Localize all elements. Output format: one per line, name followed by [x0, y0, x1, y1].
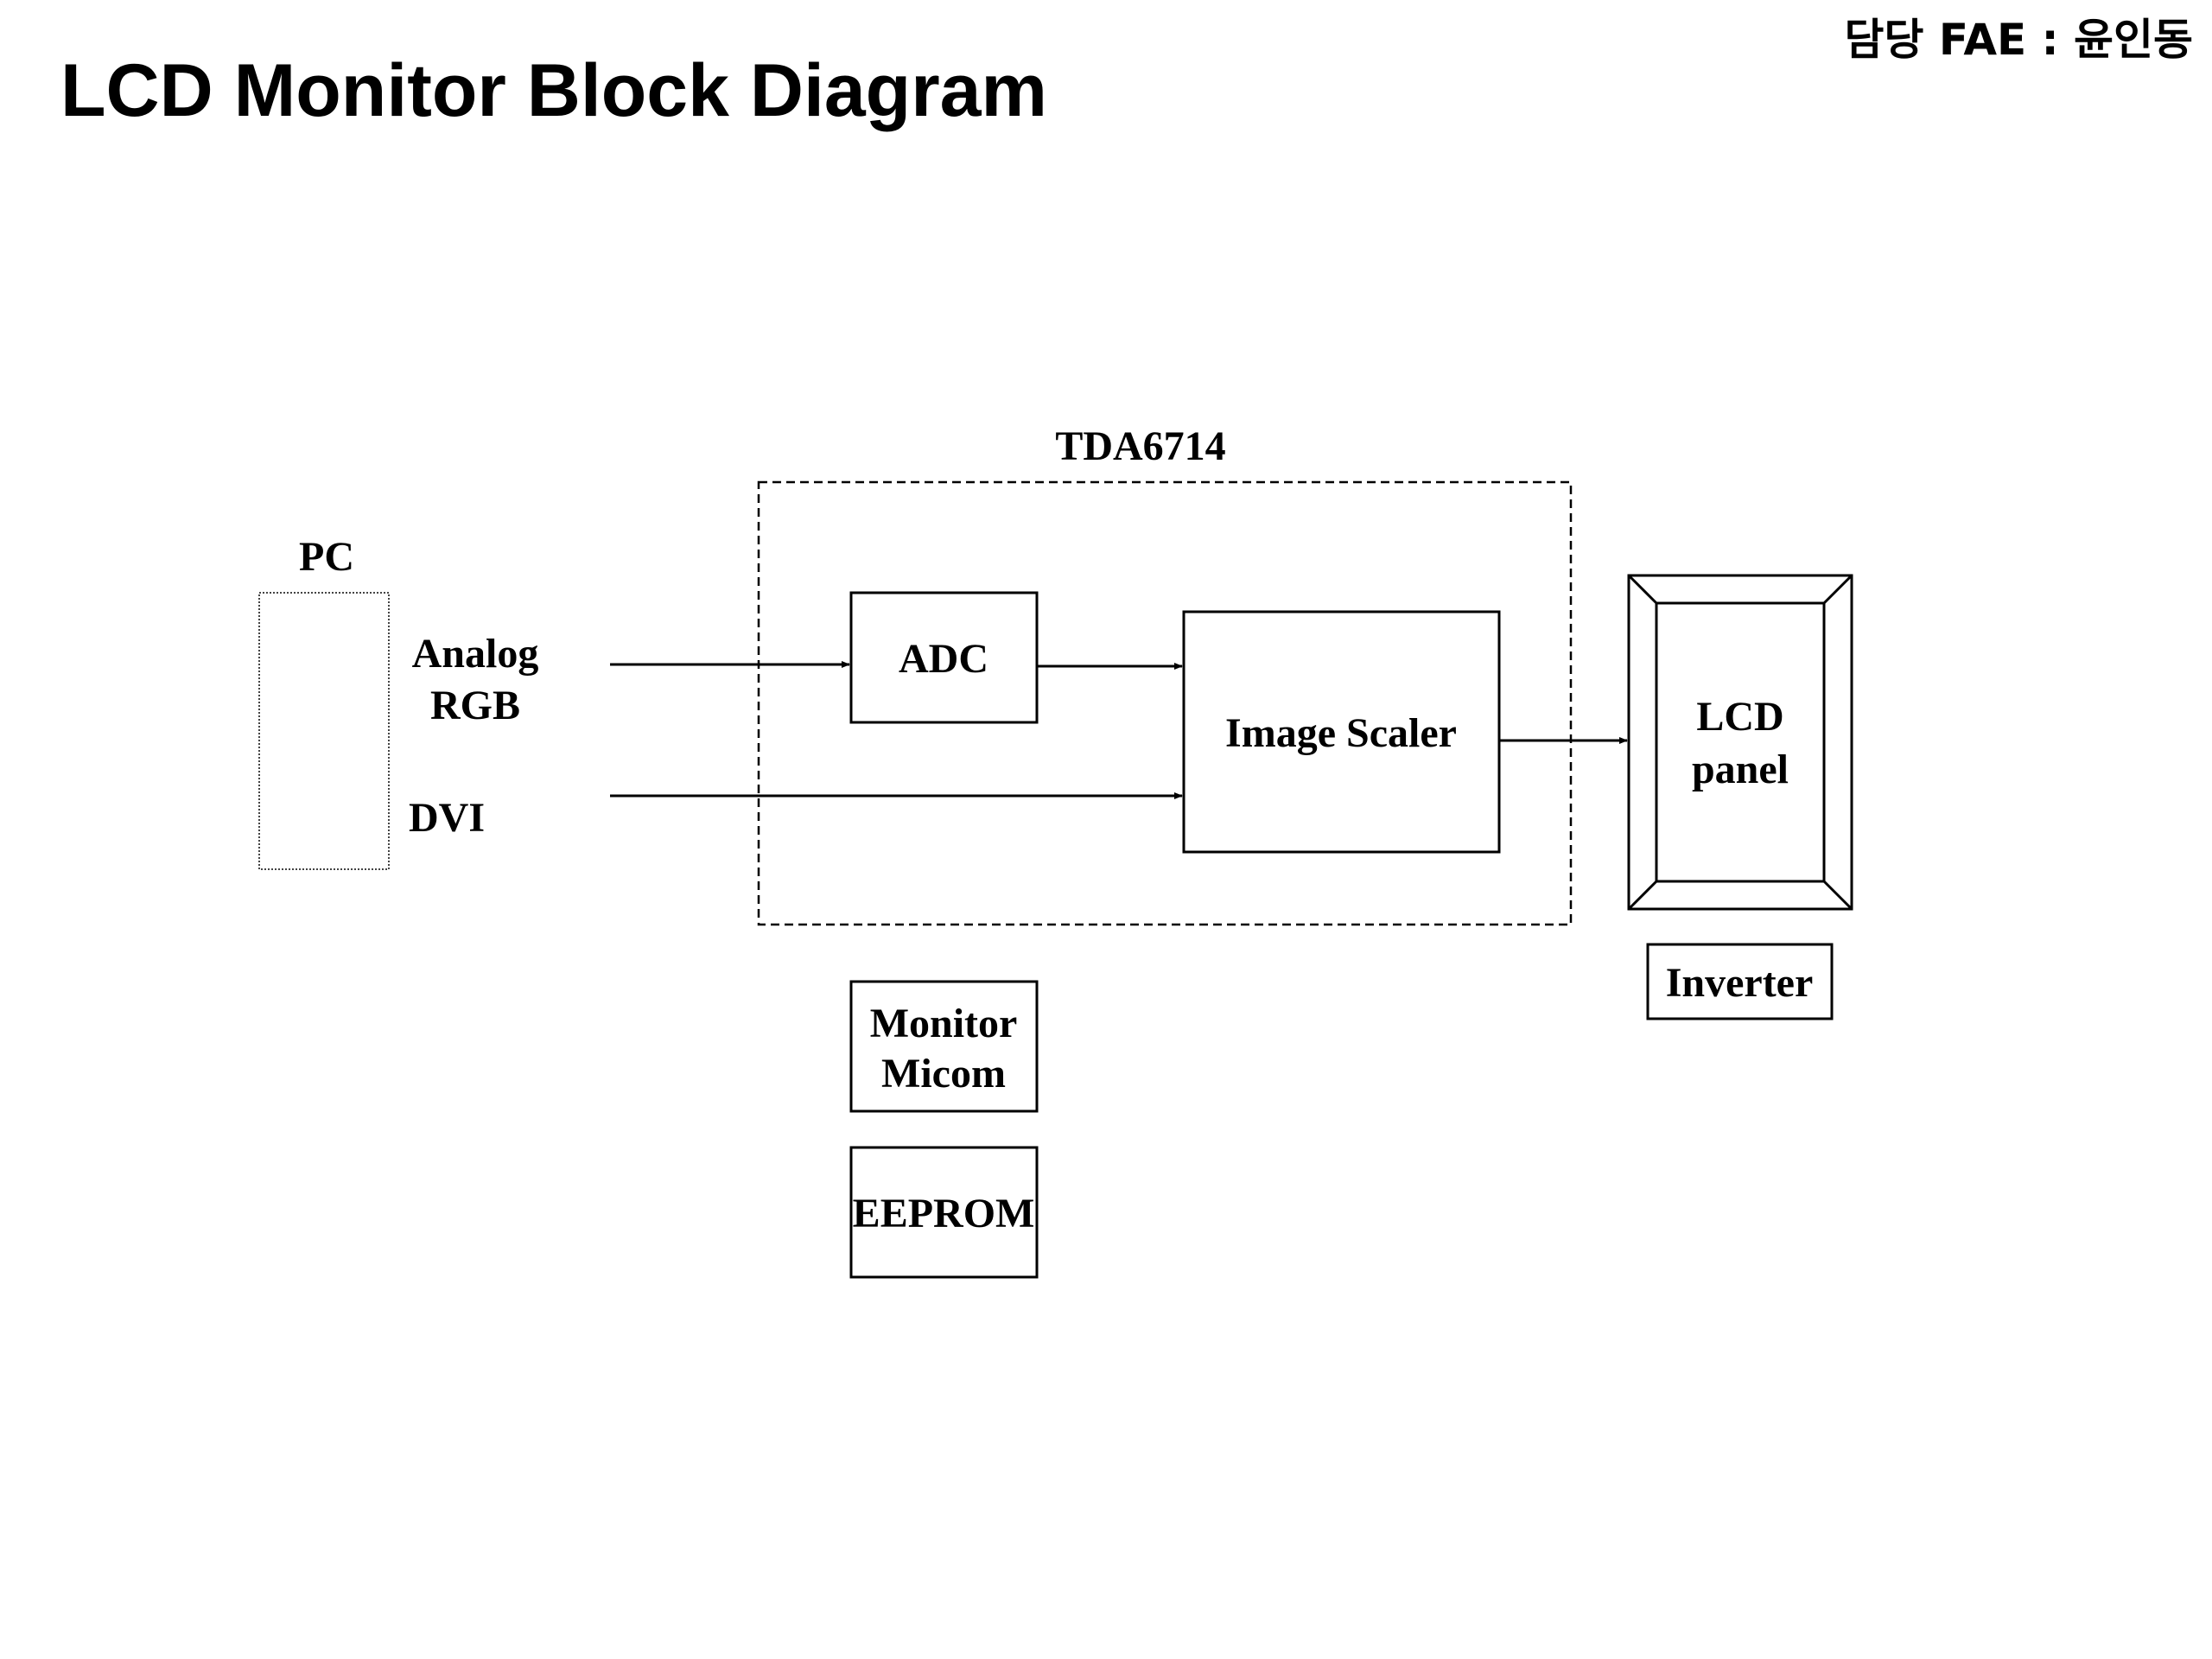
fae-credit: 담당 FAE : 윤인동: [1844, 15, 2194, 65]
analog-rgb-label-line1: Analog: [412, 631, 539, 677]
page-title: LCD Monitor Block Diagram: [60, 49, 1047, 132]
adc-block: ADC: [849, 591, 1039, 724]
lcd-panel-inner: [1655, 601, 1826, 883]
lcd-bevel-tl: [1627, 574, 1658, 605]
monitor-micom-block: Monitor Micom: [849, 980, 1039, 1113]
pc-box: [258, 592, 390, 870]
tda6714-group: TDA6714: [757, 423, 1573, 926]
lcd-bevel-bl: [1627, 880, 1658, 911]
inverter-box: [1646, 943, 1834, 1020]
lcd-panel-block: LCD panel: [1627, 574, 1853, 911]
pc-block: PC Analog RGB DVI: [258, 534, 539, 870]
tda6714-label: TDA6714: [1055, 423, 1225, 469]
lcd-panel-label-line1: LCD: [1696, 694, 1783, 740]
inverter-label: Inverter: [1666, 960, 1814, 1006]
inverter-block: Inverter: [1646, 943, 1834, 1020]
eeprom-box: [849, 1146, 1039, 1279]
tda6714-boundary: [757, 480, 1573, 926]
pc-label: PC: [299, 534, 354, 580]
image-scaler-box: [1182, 610, 1501, 854]
lcd-panel-outer: [1627, 574, 1853, 911]
adc-box: [849, 591, 1039, 724]
monitor-micom-label-line1: Monitor: [870, 1001, 1018, 1046]
connections: [610, 661, 1628, 799]
analog-rgb-label-line2: RGB: [430, 683, 520, 728]
lcd-bevel-br: [1822, 880, 1853, 911]
monitor-micom-box: [849, 980, 1039, 1113]
eeprom-label: EEPROM: [853, 1191, 1035, 1236]
image-scaler-label: Image Scaler: [1225, 710, 1457, 756]
lcd-panel-label-line2: panel: [1692, 747, 1789, 792]
dvi-label: DVI: [409, 795, 485, 841]
eeprom-block: EEPROM: [849, 1146, 1039, 1279]
image-scaler-block: Image Scaler: [1182, 610, 1501, 854]
lcd-bevel-tr: [1822, 574, 1853, 605]
adc-label: ADC: [899, 636, 988, 682]
monitor-micom-label-line2: Micom: [881, 1051, 1006, 1096]
